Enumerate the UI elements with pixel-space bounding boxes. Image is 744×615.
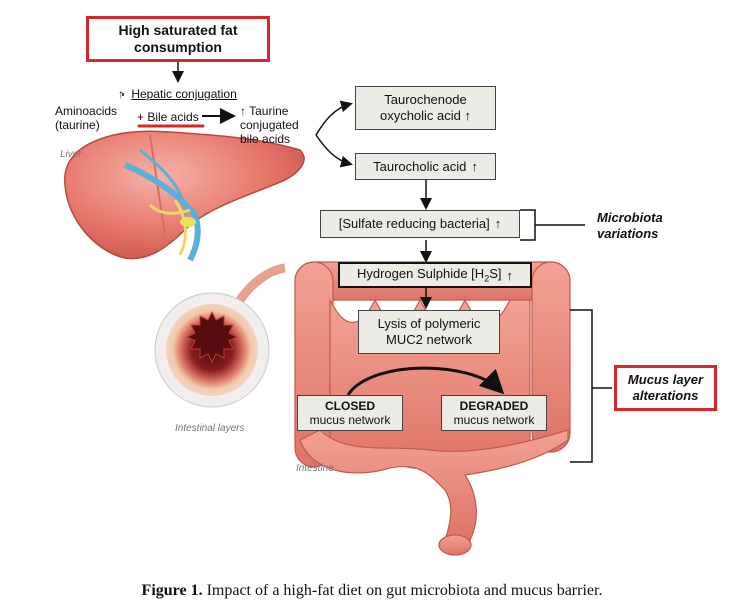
top-box-line2: consumption bbox=[134, 39, 222, 55]
figure-caption-text: Impact of a high-fat diet on gut microbi… bbox=[206, 582, 603, 599]
degraded-mucus-box: DEGRADED mucus network bbox=[441, 395, 547, 431]
sulfate-text: [Sulfate reducing bacteria] bbox=[338, 216, 490, 231]
taurine-line1: Taurine bbox=[249, 104, 289, 118]
bile-acids-label: + Bile acids bbox=[137, 110, 199, 124]
aminoacids-label: Aminoacids (taurine) bbox=[55, 104, 117, 132]
figure-caption: Figure 1. Impact of a high-fat diet on g… bbox=[0, 582, 744, 600]
taurine-line3: bile acids bbox=[240, 132, 291, 146]
liver-illustration bbox=[64, 130, 305, 262]
microbiota-line2: variations bbox=[597, 226, 659, 241]
closed-mucus-box: CLOSED mucus network bbox=[297, 395, 403, 431]
mucus-line1: Mucus layer bbox=[627, 372, 704, 387]
aminoacids-line1: Aminoacids bbox=[55, 104, 118, 118]
intestinal-cross-section bbox=[154, 263, 286, 408]
up-arrow: ↑ bbox=[494, 216, 502, 231]
taurine-line2: conjugated bbox=[240, 118, 299, 132]
hydrogen-sulphide-box: Hydrogen Sulphide [H2S] ↑ bbox=[338, 262, 532, 288]
degraded-title: DEGRADED bbox=[459, 399, 529, 413]
high-fat-consumption-box: High saturated fat consumption bbox=[86, 16, 270, 62]
figure-label: Figure 1. bbox=[141, 582, 203, 599]
up-arrow: ↑ bbox=[240, 104, 246, 118]
degraded-subtitle: mucus network bbox=[453, 413, 535, 427]
hydrogen-text: Hydrogen Sulphide [H bbox=[356, 266, 485, 282]
liver-label: Liver bbox=[60, 149, 82, 160]
top-box-line1: High saturated fat bbox=[118, 22, 238, 38]
sulfate-reducing-bacteria-box: [Sulfate reducing bacteria] ↑ bbox=[320, 210, 520, 238]
flow-arrows bbox=[122, 62, 612, 463]
closed-subtitle: mucus network bbox=[309, 413, 391, 427]
taurocholic-acid-box: Taurocholic acid ↑ bbox=[355, 153, 496, 180]
lysis-line2: MUC2 network bbox=[386, 332, 472, 347]
hepatic-conjugation-text: Hepatic conjugation bbox=[131, 87, 237, 101]
lysis-muc2-box: Lysis of polymeric MUC2 network bbox=[358, 310, 500, 354]
up-arrow: ↑ bbox=[464, 108, 472, 123]
up-arrow: ↑ bbox=[471, 158, 478, 174]
mucus-line2: alterations bbox=[632, 388, 699, 403]
taurocholic-text: Taurocholic acid bbox=[373, 158, 467, 174]
closed-title: CLOSED bbox=[324, 399, 375, 413]
mucus-layer-alterations-box: Mucus layer alterations bbox=[614, 365, 717, 411]
aminoacids-line2: (taurine) bbox=[55, 118, 100, 132]
hepatic-conjugation-label: ↑ Hepatic conjugation bbox=[118, 87, 237, 101]
taurochenode-line2: oxycholic acid bbox=[379, 108, 461, 123]
hydrogen-subscript: 2 bbox=[484, 273, 490, 284]
microbiota-line1: Microbiota bbox=[597, 210, 663, 225]
up-arrow: ↑ bbox=[118, 87, 124, 101]
microbiota-variations-label: Microbiota variations bbox=[597, 210, 663, 242]
hydrogen-end: S] bbox=[489, 266, 502, 282]
taurine-conjugated-label: ↑ Taurine conjugated bile acids bbox=[240, 104, 299, 146]
intestine-label: Intestine bbox=[296, 463, 334, 474]
lysis-line1: Lysis of polymeric bbox=[377, 316, 481, 331]
taurochenode-line1: Taurochenode bbox=[384, 92, 467, 107]
up-arrow: ↑ bbox=[506, 267, 514, 283]
taurochenodeoxycholic-box: Taurochenode oxycholic acid ↑ bbox=[355, 86, 496, 130]
intestinal-layers-label: Intestinal layers bbox=[175, 423, 245, 434]
